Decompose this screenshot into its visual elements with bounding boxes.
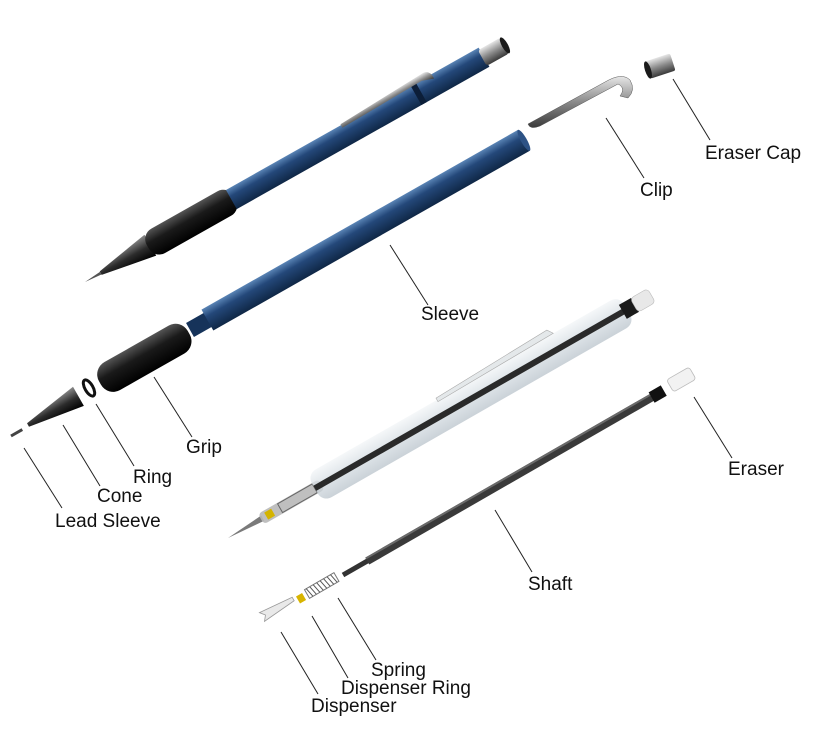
sleeve-part	[186, 129, 531, 337]
assembled-lead	[85, 271, 102, 282]
assembled-pencil	[85, 37, 511, 282]
inner-mechanism	[228, 289, 655, 538]
dispenser-ring-part	[296, 593, 307, 604]
assembled-grip	[145, 189, 238, 255]
grip-part	[97, 323, 192, 392]
leader-clip	[605, 117, 645, 179]
label-ring: Ring	[133, 467, 173, 488]
leader-grip	[153, 376, 193, 438]
eraser-cap-part	[644, 53, 675, 79]
leader-cone	[62, 424, 101, 487]
assembled-cone	[99, 234, 157, 275]
label-cone: Cone	[97, 486, 143, 507]
label-spring: Spring	[371, 660, 426, 681]
leader-eraser-cap	[672, 78, 711, 141]
label-dispenser-ring: Dispenser Ring	[341, 678, 471, 699]
leader-ring	[95, 403, 135, 467]
ring-part	[81, 378, 97, 398]
assembled-eraser-cap	[478, 38, 509, 65]
label-clip: Clip	[640, 180, 673, 201]
leader-spring	[337, 597, 377, 661]
label-lead-sleeve: Lead Sleeve	[55, 511, 161, 532]
leader-dispenser-ring	[311, 615, 349, 679]
assembled-sleeve	[225, 47, 490, 210]
leader-shaft	[494, 509, 533, 573]
dispenser-part	[258, 596, 295, 623]
leader-lead-sleeve	[23, 447, 63, 509]
label-dispenser: Dispenser	[311, 696, 397, 717]
label-shaft: Shaft	[528, 574, 573, 595]
assembled-clip	[340, 72, 435, 128]
clip-part	[527, 76, 633, 128]
leader-eraser	[693, 396, 733, 459]
eraser-part	[667, 367, 696, 392]
cone-part	[27, 386, 84, 427]
lead-sleeve-part	[10, 428, 24, 438]
leader-dispenser	[280, 631, 319, 695]
label-sleeve: Sleeve	[421, 304, 480, 325]
label-grip: Grip	[186, 437, 222, 458]
label-eraser: Eraser	[728, 459, 784, 480]
label-eraser-cap: Eraser Cap	[705, 143, 802, 164]
spring-part	[303, 571, 340, 600]
leader-sleeve	[389, 244, 429, 306]
shaft-part	[341, 385, 667, 578]
